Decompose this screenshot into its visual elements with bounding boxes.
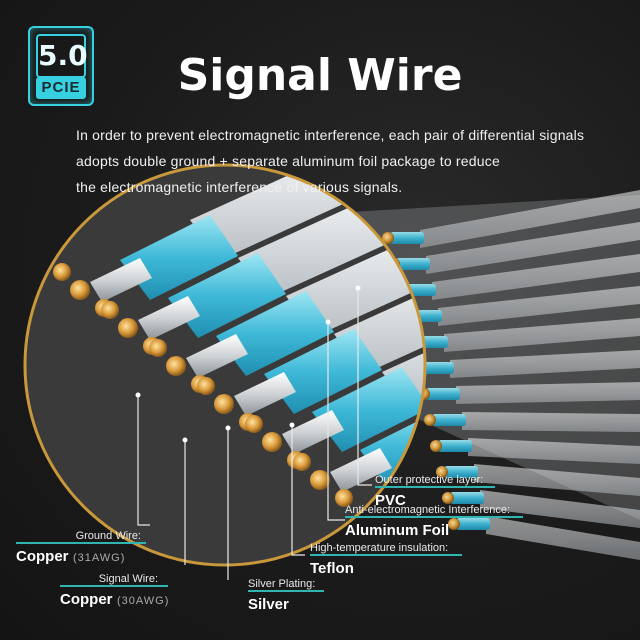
pvc-strand: [420, 190, 640, 248]
label-caption: Silver Plating:: [248, 578, 316, 590]
label-caption: Outer protective layer:: [375, 474, 484, 486]
pvc-strand: [444, 318, 640, 352]
copper-end: [245, 415, 263, 433]
copper-end: [53, 263, 71, 281]
badge-label: PCIE: [36, 77, 86, 99]
pvc-sleeve: [238, 165, 425, 298]
pvc-strand: [450, 350, 640, 378]
pvc-strand: [468, 438, 640, 464]
description: In order to prevent electromagnetic inte…: [76, 122, 636, 200]
label-value: Teflon: [310, 560, 354, 577]
label-insulation: High-temperature insulation: Teflon: [310, 542, 462, 577]
copper-end: [442, 492, 454, 504]
label-outer-layer: Outer protective layer: PVC: [375, 474, 495, 509]
pvc-strand: [426, 222, 640, 274]
copper-end: [436, 466, 448, 478]
label-signal-wire: Signal Wire: Copper (30AWG): [60, 573, 169, 609]
pvc-strand: [480, 490, 640, 528]
pvc-strand: [432, 254, 640, 300]
copper-end: [448, 518, 460, 530]
foil-strand: [420, 362, 454, 374]
pvc-strand: [486, 516, 640, 560]
pvc-sleeve: [190, 165, 425, 260]
label-value: Aluminum Foil: [345, 522, 450, 539]
pvc-strand: [462, 412, 640, 432]
foil-strand: [426, 388, 460, 400]
label-anti-emi: Anti-electromagnetic Interference: Alumi…: [345, 504, 523, 539]
label-gauge: (30AWG): [116, 595, 170, 607]
badge-version: 5.0: [36, 34, 88, 78]
label-value: Silver: [248, 596, 289, 613]
silver-conductor: [234, 372, 296, 416]
copper-end: [70, 280, 90, 300]
foil-strand: [456, 518, 490, 530]
foil-strand: [438, 440, 472, 452]
copper-end: [382, 232, 394, 244]
leader-dots: [135, 285, 361, 443]
leader-lines: [137, 288, 372, 580]
copper-end: [310, 470, 330, 490]
pvc-strand: [474, 464, 640, 496]
foil-strand: [390, 232, 424, 244]
pvc-strand: [438, 286, 640, 326]
pvc-strand: [456, 382, 640, 404]
copper-end: [197, 377, 215, 395]
label-value: Copper: [16, 548, 69, 565]
copper-end: [214, 394, 234, 414]
silver-conductor: [186, 334, 248, 378]
copper-end: [430, 440, 442, 452]
foil-strand: [450, 492, 484, 504]
label-gauge: (31AWG): [72, 552, 126, 564]
page-title: Signal Wire: [177, 50, 463, 101]
description-line: the electromagnetic interference of vari…: [76, 179, 403, 195]
pvc-sleeve: [334, 234, 425, 374]
silver-conductor: [138, 296, 200, 340]
silver-conductor: [90, 258, 152, 302]
label-caption: Ground Wire:: [75, 530, 141, 542]
description-line: adopts double ground + separate aluminum…: [76, 153, 500, 169]
foil-strand: [444, 466, 478, 478]
label-caption: Anti-electromagnetic Interference:: [345, 504, 511, 516]
copper-end: [101, 301, 119, 319]
silver-conductor: [330, 448, 392, 492]
copper-end: [118, 318, 138, 338]
foil-strand: [432, 414, 466, 426]
copper-end: [424, 414, 436, 426]
copper-end: [335, 489, 353, 507]
label-caption: High-temperature insulation:: [310, 542, 449, 554]
label-plating: Silver Plating: Silver: [248, 578, 324, 613]
pcie-badge: 5.0 PCIE: [28, 26, 94, 106]
copper-end: [293, 453, 311, 471]
label-value: PVC: [375, 492, 406, 509]
label-ground-wire: Ground Wire: Copper (31AWG): [16, 530, 146, 566]
description-line: In order to prevent electromagnetic inte…: [76, 127, 585, 143]
label-value: Copper: [60, 591, 113, 608]
copper-end: [149, 339, 167, 357]
copper-end: [262, 432, 282, 452]
copper-end: [166, 356, 186, 376]
label-caption: Signal Wire:: [98, 573, 158, 585]
foil-strand: [396, 258, 430, 270]
